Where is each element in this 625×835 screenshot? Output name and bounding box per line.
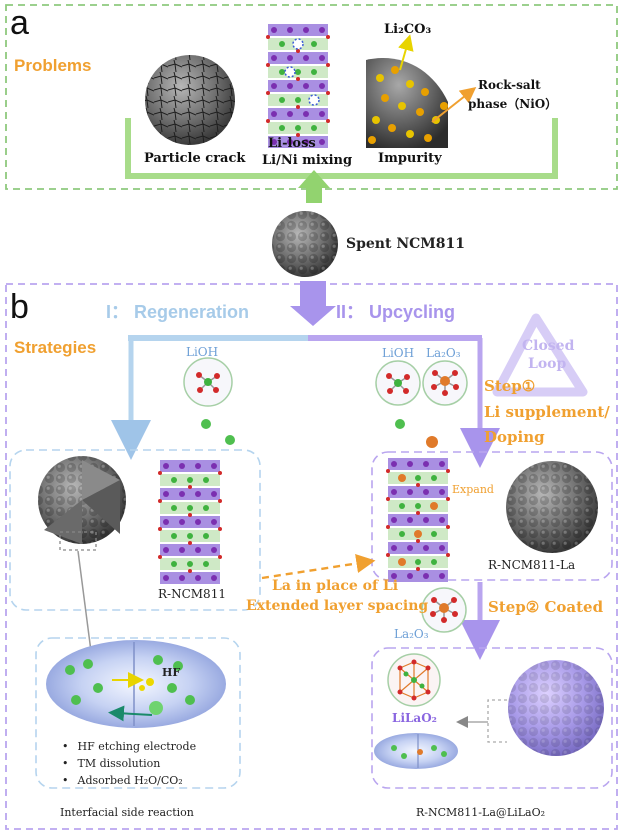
list-item: TM dissolution [62,755,196,772]
li-ni-mixing-label: Li/Ni mixing [262,153,353,168]
impurity-particle-image [366,57,448,149]
lilao2-label: LiLaO₂ [392,711,437,725]
la2o3-bottom-circle [421,587,467,633]
la-substitution-arrow [261,553,376,580]
r-ncm811-box [9,449,261,611]
impurity-label: Impurity [378,151,442,166]
la-particle-image [506,461,598,553]
extended-layer-label: Extended layer spacing [246,598,429,614]
la2o3-top-label: La₂O₃ [426,346,461,360]
cut-particle-image [38,456,126,544]
closed-loop-icon [492,313,588,397]
panel-a-letter: a [10,4,29,42]
r-ncm811-la-lattice [386,458,450,582]
lioh-left-label: LiOH [186,345,219,359]
strategies-title: Strategies [14,338,97,357]
problems-title: Problems [14,56,92,75]
la-in-place-label: La in place of Li [272,578,399,594]
closed-label: Closed [522,338,575,354]
spent-ncm811-label: Spent NCM811 [346,236,465,252]
li-ni-mixing-lattice [266,24,330,148]
step2-label: Step② Coated [488,598,604,616]
spent-down-arrow [290,281,336,326]
final-product-label: R-NCM811-La@LiLaO₂ [416,806,545,819]
list-item: Adsorbed H₂O/CO₂ [62,772,196,789]
doping-label: Doping [484,428,545,446]
side-reaction-list: HF etching electrode TM dissolution Adso… [62,738,197,789]
r-ncm811-label: R-NCM811 [158,587,226,601]
rock-salt-phase-label: phase（NiO） [468,97,558,111]
lilao2-crystal-circle [387,653,441,707]
coated-purple-particle [508,660,604,756]
upcycling-label: II： Upcycling [336,302,456,322]
coated-oval [374,733,458,769]
final-box [371,647,613,789]
li-loss-label: Li-loss [268,136,316,151]
hf-label: HF [162,666,181,679]
r-ncm811-la-label: R-NCM811-La [488,558,576,572]
panel-b-letter: b [10,288,29,326]
regeneration-label: I： Regeneration [106,302,250,322]
r-ncm811-la-box [371,451,613,581]
r-ncm811-lattice [158,460,222,584]
rock-salt-label: Rock-salt [478,78,541,92]
li-drops-left [201,419,235,445]
step1-label: Step① [484,377,536,395]
interfacial-label: Interfacial side reaction [60,806,194,819]
lioh-left-circle [183,357,233,407]
list-item: HF etching electrode [62,738,197,755]
la2o3-top-circle [422,360,468,406]
lioh-right-circle [375,360,421,406]
drops-right [395,419,438,448]
electrolyte-oval [46,640,226,728]
panel-a-green-bracket [125,118,558,179]
li-supplement-label: Li supplement/ [484,403,610,421]
particle-crack-label: Particle crack [144,151,246,166]
li2co3-label: Li₂CO₃ [384,22,432,37]
cracked-particle-image [145,55,235,145]
expand-label: Expand [452,483,494,496]
interfacial-box [35,637,241,789]
la2o3-bottom-label: La₂O₃ [394,627,429,641]
spent-up-arrow [298,170,330,188]
loop-label: Loop [528,356,567,372]
lioh-right-label: LiOH [382,346,415,360]
spent-particle-image [272,211,338,277]
panel-a-frame [5,4,618,190]
